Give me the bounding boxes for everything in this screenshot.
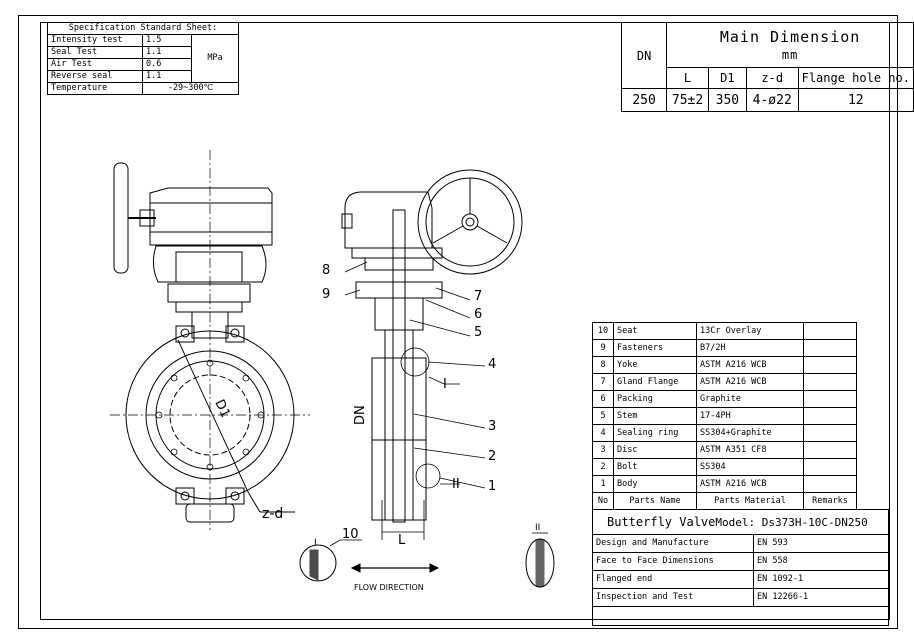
- main-dimension-table: DN Main Dimension mm L D1 z-d Flange hol…: [620, 22, 914, 112]
- balloon-10: 10: [342, 527, 359, 542]
- detail-i: [299, 539, 362, 582]
- product-name: Butterfly Valve: [607, 514, 716, 529]
- handwheel: [417, 169, 523, 275]
- model-cell: Butterfly ValveModel: Ds373H-10C-DN250: [592, 509, 889, 535]
- detail-ii: [525, 532, 555, 588]
- stem: [392, 209, 406, 523]
- gearbox: [149, 187, 273, 246]
- front-view: [110, 150, 310, 530]
- inner-border: [40, 22, 890, 620]
- holes-value: 12: [797, 88, 914, 112]
- detail-ii-marker: II: [452, 477, 460, 492]
- balloon-4: 4: [488, 357, 496, 372]
- unit-label: mm: [781, 48, 799, 62]
- d1-label: D1: [211, 397, 232, 420]
- balloon-5: 5: [474, 325, 482, 340]
- balloon-2: 2: [488, 449, 496, 464]
- outer-border: [18, 15, 898, 629]
- gearbox-side: [344, 191, 433, 249]
- dn-value: 250: [620, 88, 668, 112]
- gland-flange: [167, 283, 251, 303]
- col-header: z-d: [745, 67, 799, 89]
- model-number: Model: Ds373H-10C-DN250: [715, 515, 868, 529]
- balloon-1: 1: [488, 479, 496, 494]
- side-view: [341, 169, 523, 573]
- title-block: Butterfly ValveModel: Ds373H-10C-DN250 D…: [592, 509, 889, 626]
- yoke: [152, 245, 267, 283]
- l-value: 75±2: [666, 88, 709, 112]
- spec-table: Specification Standard Sheet: Intensity …: [47, 22, 239, 95]
- yoke-side: [364, 257, 434, 271]
- zd-value: 4-ø22: [745, 88, 799, 112]
- spec-temperature-value: -29~300℃: [142, 82, 239, 95]
- detail-i-title: I: [314, 538, 317, 548]
- main-dimension-header: Main Dimension mm: [666, 22, 914, 68]
- handwheel-side: [113, 162, 129, 274]
- dn-label: DN: [353, 405, 368, 425]
- main-dimension-title: Main Dimension: [719, 28, 861, 46]
- gland-flange-side: [355, 281, 443, 299]
- balloon-6: 6: [474, 307, 482, 322]
- zd-label: z-d: [262, 506, 283, 522]
- balloon-7: 7: [474, 289, 482, 304]
- balloon-3: 3: [488, 419, 496, 434]
- flow-direction-label: FLOW DIRECTION: [354, 583, 424, 592]
- detail-i-marker: I: [443, 377, 447, 392]
- l-label: L: [398, 533, 406, 548]
- blank-row: [592, 606, 889, 626]
- detail-ii-title: II: [535, 523, 540, 533]
- balloon-8: 8: [322, 263, 330, 278]
- d1-value: 350: [707, 88, 747, 112]
- balloon-9: 9: [322, 287, 330, 302]
